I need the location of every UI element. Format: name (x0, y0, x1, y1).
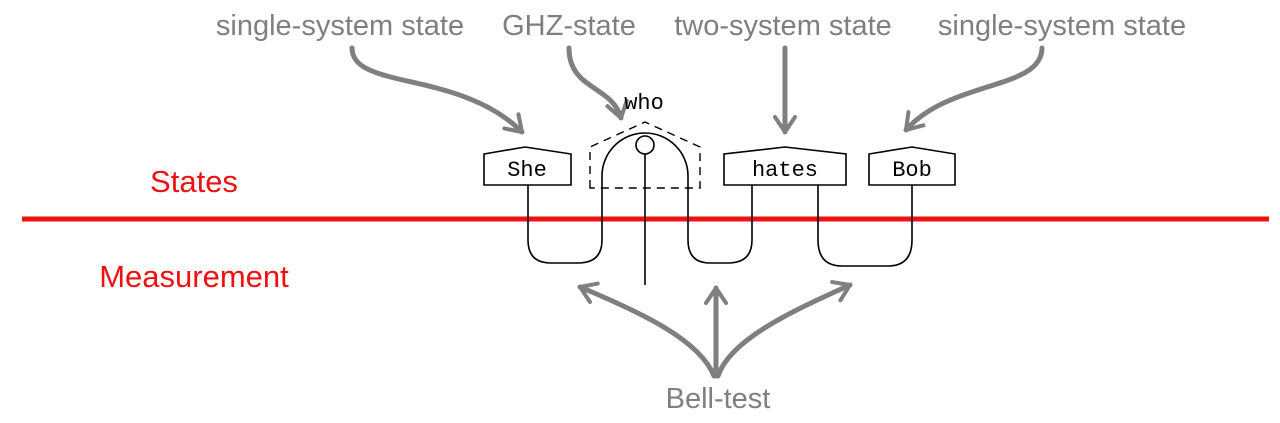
ghz-spider-node (635, 135, 655, 155)
word-she: She (507, 158, 547, 183)
bell-arrow-right (715, 280, 853, 379)
state-box-bob (868, 146, 956, 186)
annotation-two-system-state: two-system state (674, 10, 892, 42)
annotation-ghz-state: GHZ-state (502, 10, 636, 42)
ghz-dashed-box (589, 121, 701, 189)
arrow-to-who (566, 45, 629, 121)
annotation-bell-test: Bell-test (666, 383, 771, 415)
cup-hates-bob (817, 185, 913, 267)
word-bob: Bob (892, 158, 932, 183)
annotation-single-system-state-right: single-system state (938, 10, 1186, 42)
cup-she-who (527, 132, 753, 264)
word-who: who (624, 91, 664, 116)
state-box-hates (723, 146, 847, 186)
bell-arrow-left (577, 281, 717, 379)
word-hates: hates (752, 158, 818, 183)
region-measurement-label: Measurement (99, 259, 289, 294)
annotation-single-system-state-left: single-system state (216, 10, 464, 42)
arrow-to-bob (903, 45, 1045, 133)
region-states-label: States (150, 164, 238, 199)
arrow-to-she (349, 45, 525, 135)
state-box-she (483, 146, 572, 186)
